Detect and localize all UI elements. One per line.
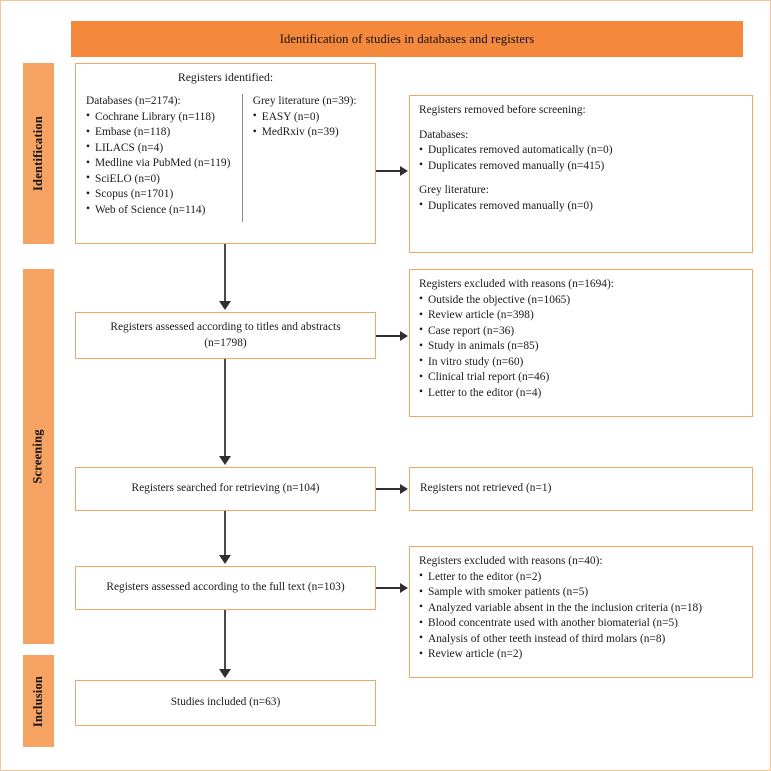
arrowhead-down [219, 456, 231, 465]
box-registers-identified: Registers identified: Databases (n=2174)… [75, 63, 376, 244]
arrowhead-right [400, 583, 408, 593]
list-item: Review article (n=398) [419, 308, 743, 324]
registers-removed-content: Registers removed before screening: Data… [410, 96, 752, 221]
list-item: Clinical trial report (n=46) [419, 370, 743, 386]
connector-assessed-titles-to-searched [224, 359, 226, 458]
list-item: Cochrane Library (n=118) [86, 109, 234, 126]
arrowhead-down [219, 669, 231, 678]
arrowhead-right [400, 166, 408, 176]
connector-identified-to-assessed-titles [224, 244, 226, 303]
box-assessed-titles-abstracts: Registers assessed according to titles a… [75, 312, 376, 359]
phase-bar-identification: Identification [23, 63, 54, 244]
list-item: Scopus (n=1701) [86, 187, 234, 203]
phase-label-identification: Identification [31, 115, 45, 192]
list-item: Letter to the editor (n=4) [419, 385, 743, 402]
box-excluded-titles: Registers excluded with reasons (n=1694)… [409, 269, 753, 417]
spacer [419, 119, 743, 128]
excluded-fulltext-heading: Registers excluded with reasons (n=40): [419, 555, 603, 567]
grey-literature-heading: Grey literature (n=39): [252, 95, 357, 107]
arrowhead-down [219, 301, 231, 310]
list-item: Study in animals (n=85) [419, 339, 743, 355]
excluded-titles-content: Registers excluded with reasons (n=1694)… [410, 270, 752, 408]
list-item: Duplicates removed manually (n=0) [419, 198, 743, 215]
not-retrieved-text: Registers not retrieved (n=1) [420, 482, 552, 495]
list-item: Case report (n=36) [419, 323, 743, 340]
box-studies-included: Studies included (n=63) [75, 680, 376, 726]
databases-heading: Databases (n=2174): [86, 95, 181, 107]
list-item: Sample with smoker patients (n=5) [419, 585, 743, 601]
removed-grey-heading: Grey literature: [419, 184, 489, 196]
list-item: Review article (n=2) [419, 647, 743, 663]
grey-literature-list: EASY (n=0) MedRxiv (n=39) [253, 109, 365, 141]
phase-bar-screening: Screening [23, 269, 54, 644]
spacer [419, 174, 743, 183]
grey-literature-column: Grey literature (n=39): EASY (n=0) MedRx… [253, 94, 365, 141]
banner-title: Identification of studies in databases a… [279, 31, 535, 46]
registers-identified-columns: Databases (n=2174): Cochrane Library (n=… [76, 94, 375, 226]
list-item: SciELO (n=0) [86, 171, 234, 188]
databases-list: Cochrane Library (n=118) Embase (n=118) … [86, 109, 234, 219]
arrowhead-down [219, 555, 231, 564]
assessed-titles-line2: (n=1798) [204, 336, 247, 349]
removed-databases-heading: Databases: [419, 128, 469, 141]
excluded-titles-heading: Registers excluded with reasons (n=1694)… [419, 278, 614, 290]
studies-included-text: Studies included (n=63) [170, 696, 281, 709]
banner-identification: Identification of studies in databases a… [71, 21, 743, 57]
list-item: Web of Science (n=114) [86, 202, 234, 219]
databases-column: Databases (n=2174): Cochrane Library (n=… [86, 94, 242, 218]
excluded-fulltext-content: Registers excluded with reasons (n=40): … [410, 547, 752, 670]
connector-fulltext-to-included [224, 610, 226, 671]
list-item: Embase (n=118) [86, 125, 234, 141]
connector-searched-to-not-retrieved [376, 488, 401, 490]
connector-searched-to-fulltext [224, 511, 226, 557]
box-assessed-full-text: Registers assessed according to the full… [75, 566, 376, 610]
removed-grey-list: Duplicates removed manually (n=0) [419, 198, 743, 215]
connector-identified-to-removed [376, 170, 401, 172]
assessed-fulltext-text: Registers assessed according to the full… [106, 581, 345, 594]
box-searched-for-retrieving: Registers searched for retrieving (n=104… [75, 467, 376, 511]
phase-bar-inclusion: Inclusion [23, 655, 54, 747]
list-item: LILACS (n=4) [86, 140, 234, 157]
column-divider [241, 94, 243, 222]
box-registers-removed-before-screening: Registers removed before screening: Data… [409, 95, 753, 253]
list-item: MedRxiv (n=39) [253, 125, 365, 141]
list-item: Letter to the editor (n=2) [419, 569, 743, 586]
assessed-titles-text: Registers assessed according to titles a… [76, 313, 375, 358]
list-item: Medline via PubMed (n=119) [86, 156, 234, 172]
list-item: Analyzed variable absent in the the incl… [419, 600, 743, 617]
phase-label-screening: Screening [31, 429, 46, 484]
list-item: Blood concentrate used with another biom… [419, 616, 743, 632]
list-item: In vitro study (n=60) [419, 354, 743, 371]
removed-databases-list: Duplicates removed automatically (n=0) D… [419, 143, 743, 174]
searched-retrieving-text: Registers searched for retrieving (n=104… [131, 482, 320, 495]
list-item: Outside the objective (n=1065) [419, 292, 743, 309]
arrowhead-right [400, 484, 408, 494]
connector-fulltext-to-excluded [376, 587, 401, 589]
excluded-titles-list: Outside the objective (n=1065) Review ar… [419, 292, 743, 402]
registers-identified-title: Registers identified: [177, 70, 274, 84]
excluded-fulltext-list: Letter to the editor (n=2) Sample with s… [419, 569, 743, 663]
connector-assessed-titles-to-excluded [376, 335, 401, 337]
list-item: EASY (n=0) [253, 109, 365, 126]
assessed-titles-line1: Registers assessed according to titles a… [110, 321, 341, 334]
box-excluded-full-text: Registers excluded with reasons (n=40): … [409, 546, 753, 678]
list-item: Analysis of other teeth instead of third… [419, 631, 743, 648]
phase-label-inclusion: Inclusion [31, 675, 46, 727]
box-registers-not-retrieved: Registers not retrieved (n=1) [409, 467, 753, 511]
arrowhead-right [400, 331, 408, 341]
list-item: Duplicates removed automatically (n=0) [419, 143, 743, 159]
list-item: Duplicates removed manually (n=415) [419, 158, 743, 175]
registers-removed-heading: Registers removed before screening: [419, 104, 586, 116]
